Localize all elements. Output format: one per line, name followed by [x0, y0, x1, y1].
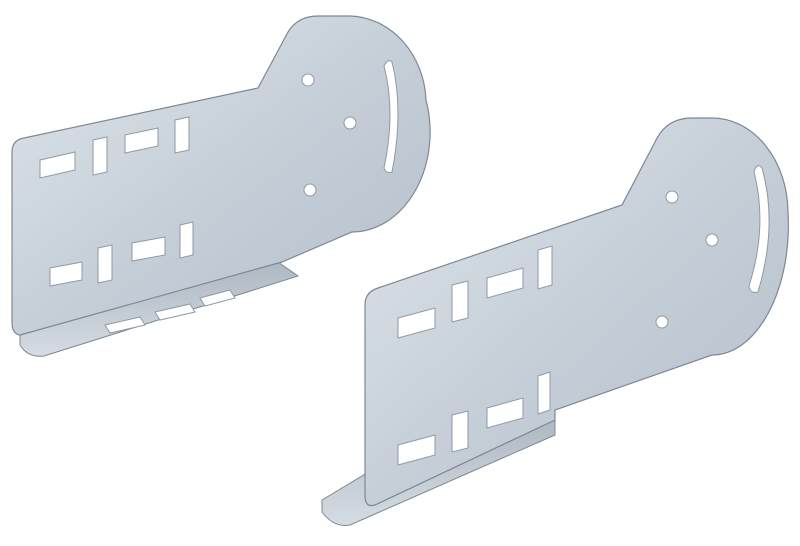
- left-bracket: [11, 15, 431, 357]
- left-bracket-holes: [39, 60, 399, 334]
- left-bracket-plate: [11, 15, 431, 336]
- right-bracket-plate: [364, 117, 789, 507]
- right-bracket: [321, 117, 789, 526]
- right-bracket-holes: [397, 165, 770, 466]
